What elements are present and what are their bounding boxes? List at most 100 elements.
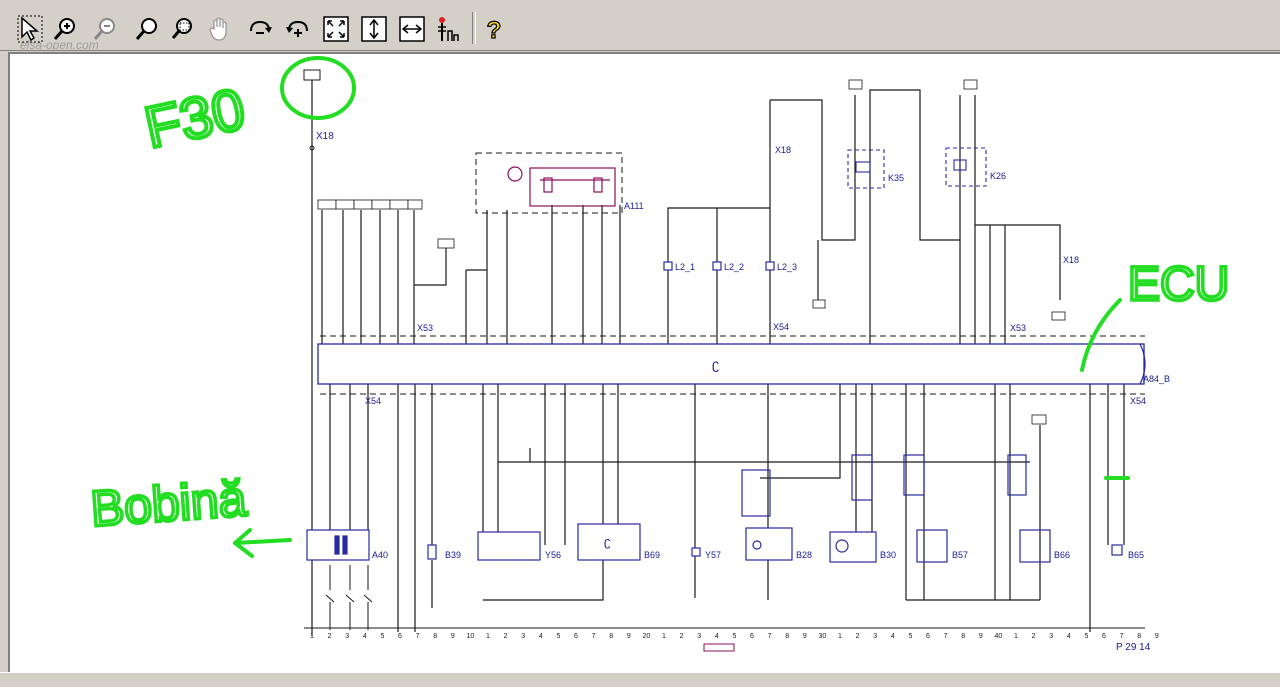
zoom-out-button[interactable] [90, 14, 122, 44]
box-b69-mark: ʗ [604, 534, 611, 549]
ruler-number: 6 [398, 633, 402, 640]
ruler-number: 9 [803, 633, 807, 640]
fit-page-button[interactable] [320, 14, 352, 44]
connector-x18-label: X18 [316, 131, 334, 142]
sensor-b39-label: B39 [445, 550, 461, 560]
zoom-in-icon [53, 18, 75, 40]
ruler-number: 4 [1067, 633, 1071, 640]
connector-x54-right-label: X54 [1130, 396, 1146, 406]
rotate-left-icon [286, 20, 308, 37]
rotate-right-button[interactable] [244, 14, 276, 44]
module-a111-label: A111 [624, 201, 644, 211]
ruler-number: 9 [627, 633, 631, 640]
connector-x53-right-label: X53 [1010, 323, 1026, 333]
ruler-number: 10 [467, 633, 475, 640]
ruler-number: 5 [1084, 633, 1088, 640]
rotate-left-button[interactable] [282, 14, 314, 44]
toolbar: ? elsa-open.com [0, 0, 1280, 52]
fit-height-icon [361, 16, 387, 42]
zoom-area-button[interactable] [168, 14, 200, 44]
ruler-number: 6 [1102, 633, 1106, 640]
handwritten-annotations [233, 56, 1130, 558]
ignition-a40-label: A40 [372, 550, 388, 560]
reference-box [703, 643, 735, 652]
sensor-b28-label: B28 [796, 550, 812, 560]
connector-x18-right-label: X18 [1063, 255, 1079, 265]
ruler-number: 1 [1014, 633, 1018, 640]
ruler-number: 2 [856, 633, 860, 640]
fuse-note-annotation: F30 [139, 76, 250, 160]
svg-text:?: ? [487, 17, 502, 43]
ruler-number: 8 [961, 633, 965, 640]
ruler-number: 3 [873, 633, 877, 640]
relay-k35-label: K35 [888, 173, 904, 183]
ruler-number: 7 [768, 633, 772, 640]
highlight-button[interactable] [432, 14, 464, 44]
ruler-number: 30 [819, 633, 827, 640]
ruler-number: 5 [732, 633, 736, 640]
ruler-number: 5 [380, 633, 384, 640]
ruler-number: 4 [363, 633, 367, 640]
terminal-strip [317, 79, 1066, 425]
ruler-number: 6 [926, 633, 930, 640]
valve-y56-label: Y56 [545, 550, 561, 560]
ruler-number: 8 [785, 633, 789, 640]
ruler-number: 1 [838, 633, 842, 640]
ruler-number: 9 [451, 633, 455, 640]
ruler-number: 20 [643, 633, 651, 640]
valve-y57-label: Y57 [705, 550, 721, 560]
ruler-number: 4 [715, 633, 719, 640]
help-button[interactable]: ? [478, 14, 510, 44]
rotate-right-icon [250, 20, 272, 34]
zoom-out-icon [93, 18, 115, 40]
fit-height-button[interactable] [358, 14, 390, 44]
ruler-number: 6 [750, 633, 754, 640]
zoom-in-button[interactable] [50, 14, 82, 44]
box-b69-label: B69 [644, 550, 660, 560]
ecu-label: A84_B [1143, 374, 1170, 384]
ruler-number: 3 [1049, 633, 1053, 640]
ruler-number: 3 [345, 633, 349, 640]
ruler-number: 1 [310, 633, 314, 640]
fuse-symbol [303, 69, 321, 81]
select-pointer-button[interactable] [14, 14, 46, 44]
connector-x18-mid-label: X18 [775, 145, 791, 155]
page-number: P 29 14 [1116, 642, 1151, 653]
ruler-number: 7 [944, 633, 948, 640]
coil-arrow-annotation [233, 528, 292, 558]
fit-width-icon [399, 16, 425, 42]
coil-l2-2-label: L2_2 [724, 262, 744, 272]
connector-dash-lines [320, 152, 1145, 395]
ecu-box [317, 343, 1145, 385]
zoom-button[interactable] [132, 14, 164, 44]
arrow-pointer-icon [17, 15, 43, 43]
sensor-b65-label: B65 [1128, 550, 1144, 560]
question-mark-icon: ? [486, 16, 502, 43]
toolbar-separator [472, 12, 476, 44]
ruler-number: 7 [592, 633, 596, 640]
hand-icon [209, 17, 227, 41]
connector-x53-label: X53 [417, 323, 433, 333]
ruler-number: 40 [995, 633, 1003, 640]
ruler-number: 3 [697, 633, 701, 640]
fit-width-button[interactable] [396, 14, 428, 44]
ecu-center-mark: ʗ [712, 356, 719, 372]
lower-switches [325, 565, 373, 630]
ruler-number: 9 [1155, 633, 1159, 640]
ruler-number: 1 [486, 633, 490, 640]
connector-x54-left-label: X54 [365, 396, 381, 406]
ruler-number: 6 [574, 633, 578, 640]
lower-components [306, 454, 1123, 563]
ruler-number: 4 [539, 633, 543, 640]
connector-x54-label: X54 [773, 322, 789, 332]
ecu-pointer-annotation [1080, 298, 1122, 372]
ruler-number: 5 [556, 633, 560, 640]
ruler-number: 8 [1137, 633, 1141, 640]
ruler-number: 7 [416, 633, 420, 640]
ecu-note-annotation: ECU [1128, 258, 1229, 311]
ruler-number: 5 [908, 633, 912, 640]
pan-button[interactable] [204, 14, 236, 44]
ruler-number: 9 [979, 633, 983, 640]
relay-k26-label: K26 [990, 171, 1006, 181]
